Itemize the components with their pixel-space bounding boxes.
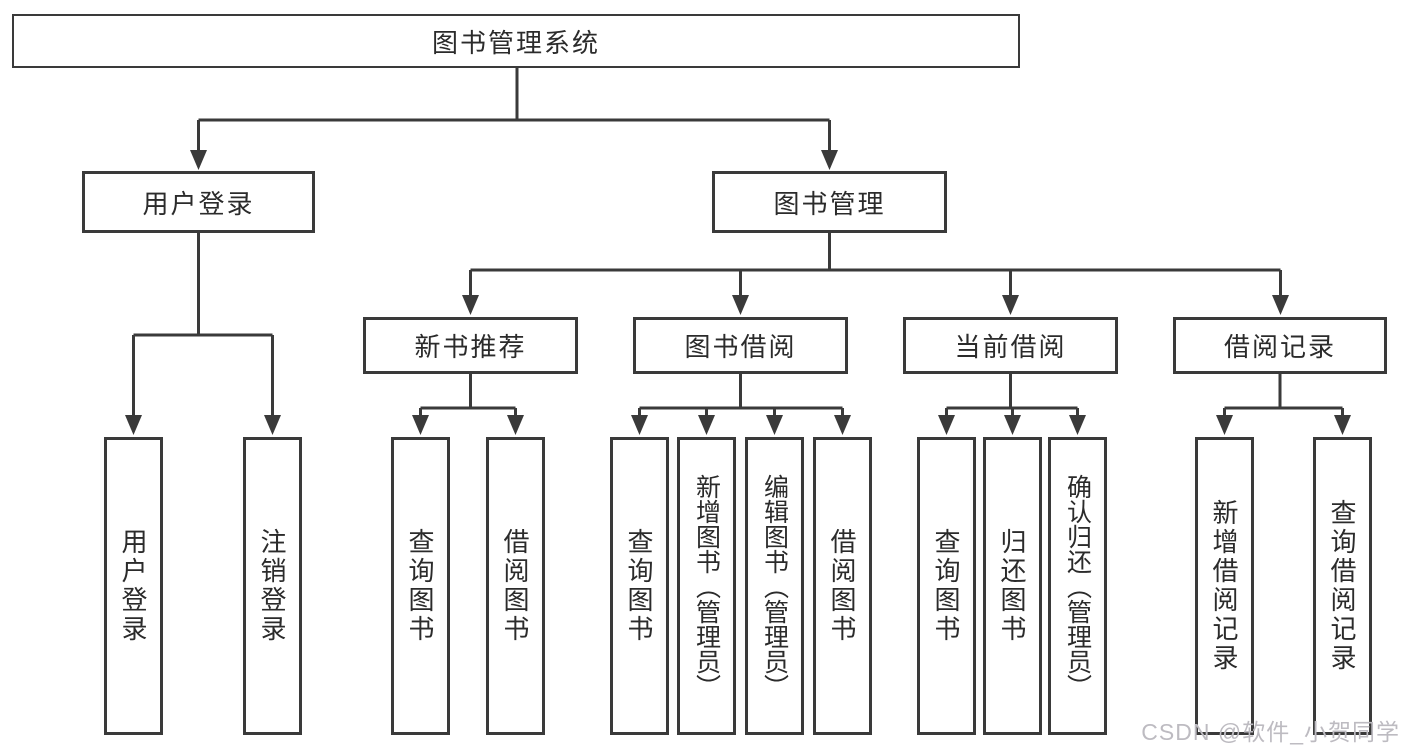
node-leaf-logout: 注销登录 — [243, 437, 302, 735]
node-leaf-borrow-books-2: 借阅图书 — [813, 437, 872, 735]
node-leaf-query-books-current-label: 查询图书 — [931, 528, 961, 644]
node-leaf-confirm-return-admin: 确认归还（管理员） — [1048, 437, 1107, 735]
node-current-borrow: 当前借阅 — [903, 317, 1118, 374]
node-leaf-edit-book-admin: 编辑图书（管理员） — [745, 437, 804, 735]
node-root-label: 图书管理系统 — [431, 27, 600, 58]
node-leaf-borrow-books-2-label: 借阅图书 — [827, 528, 857, 644]
node-leaf-query-books-current: 查询图书 — [917, 437, 976, 735]
watermark-text: CSDN @软件_小贺同学 — [1141, 719, 1400, 745]
node-leaf-query-books-borrow-label: 查询图书 — [624, 528, 654, 644]
node-borrow-records: 借阅记录 — [1173, 317, 1387, 374]
node-book-management-label: 图书管理 — [773, 188, 886, 219]
node-leaf-query-books-recommend-label: 查询图书 — [405, 528, 435, 644]
node-leaf-logout-label: 注销登录 — [257, 528, 287, 644]
node-book-borrow: 图书借阅 — [633, 317, 848, 374]
node-leaf-return-book: 归还图书 — [983, 437, 1042, 735]
node-book-borrow-label: 图书借阅 — [684, 332, 797, 362]
node-user-login-label: 用户登录 — [142, 188, 255, 219]
node-user-login: 用户登录 — [82, 171, 315, 233]
node-leaf-query-borrow-record: 查询借阅记录 — [1313, 437, 1372, 735]
node-new-book-recommend-label: 新书推荐 — [414, 332, 527, 362]
node-leaf-add-book-admin-label: 新增图书（管理员） — [692, 473, 721, 699]
node-leaf-borrow-books-recommend-label: 借阅图书 — [500, 528, 530, 644]
node-leaf-add-borrow-record-label: 新增借阅记录 — [1209, 499, 1239, 673]
node-leaf-query-books-borrow: 查询图书 — [610, 437, 669, 735]
node-book-management: 图书管理 — [712, 171, 947, 233]
node-leaf-query-borrow-record-label: 查询借阅记录 — [1327, 499, 1357, 673]
node-leaf-user-login: 用户登录 — [104, 437, 163, 735]
node-leaf-user-login-label: 用户登录 — [118, 528, 148, 644]
node-leaf-add-borrow-record: 新增借阅记录 — [1195, 437, 1254, 735]
node-current-borrow-label: 当前借阅 — [954, 332, 1067, 362]
node-leaf-confirm-return-admin-label: 确认归还（管理员） — [1063, 473, 1092, 699]
node-leaf-borrow-books-recommend: 借阅图书 — [486, 437, 545, 735]
node-leaf-add-book-admin: 新增图书（管理员） — [677, 437, 736, 735]
node-leaf-edit-book-admin-label: 编辑图书（管理员） — [760, 473, 789, 699]
node-leaf-query-books-recommend: 查询图书 — [391, 437, 450, 735]
node-root: 图书管理系统 — [12, 14, 1020, 68]
node-leaf-return-book-label: 归还图书 — [997, 528, 1027, 644]
node-borrow-records-label: 借阅记录 — [1223, 332, 1336, 362]
node-new-book-recommend: 新书推荐 — [363, 317, 578, 374]
